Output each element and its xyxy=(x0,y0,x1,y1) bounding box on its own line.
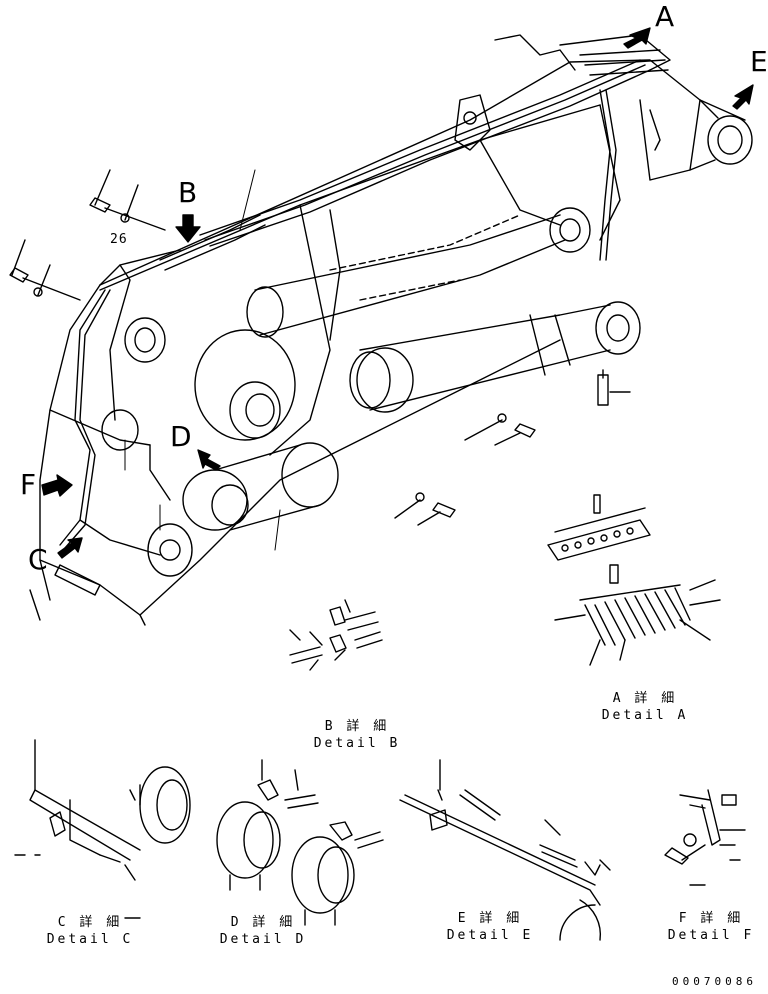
detail-e-en: Detail E xyxy=(446,928,534,943)
label-E: E xyxy=(750,45,768,78)
detail-f-en: Detail F xyxy=(667,928,755,943)
bolts-topleft xyxy=(9,169,166,301)
boom-foot-pin xyxy=(101,317,166,451)
detail-c-en: Detail C xyxy=(46,932,134,947)
detail-c-drawing xyxy=(14,739,191,919)
detail-a-jp: A 詳 細 xyxy=(612,691,678,706)
arm-cylinder xyxy=(349,301,641,413)
detail-c-jp: C 詳 細 xyxy=(57,915,123,930)
boom-cylinder-upper xyxy=(246,207,591,338)
arrow-B xyxy=(175,214,201,243)
label-B: B xyxy=(178,176,198,209)
detail-f-caption: F 詳 細 Detail F xyxy=(666,910,756,944)
grease-fitting-right xyxy=(597,369,631,406)
detail-a-en: Detail A xyxy=(601,708,689,723)
arrow-E xyxy=(732,84,754,110)
detail-d-caption: D 詳 細 Detail D xyxy=(218,914,308,948)
detail-e-drawing xyxy=(399,759,611,941)
boom-cylinder-lower xyxy=(147,442,339,577)
label-A: A xyxy=(655,0,675,33)
detail-a-caption: A 詳 細 Detail A xyxy=(600,690,690,724)
detail-c-caption: C 詳 細 Detail C xyxy=(45,914,135,948)
detail-b-jp: B 詳 細 xyxy=(324,719,390,734)
label-D: D xyxy=(170,420,192,453)
detail-d-jp: D 詳 細 xyxy=(230,915,296,930)
detail-e-jp: E 詳 細 xyxy=(457,911,523,926)
detail-b-caption: B 詳 細 Detail B xyxy=(312,718,402,752)
bolts-right xyxy=(394,413,536,526)
leaders-main xyxy=(124,169,281,551)
detail-e-caption: E 詳 細 Detail E xyxy=(445,910,535,944)
detail-b-drawing xyxy=(289,599,383,671)
drawing-code: 00070086 xyxy=(672,975,757,988)
detail-d-drawing xyxy=(216,759,384,926)
arrow-F xyxy=(41,474,73,497)
top-hoses xyxy=(199,59,651,261)
left-piping xyxy=(59,214,266,556)
boom-body xyxy=(39,59,753,616)
detail-b-en: Detail B xyxy=(313,736,401,751)
detail-a-drawing xyxy=(547,494,721,666)
arrow-A xyxy=(623,27,651,49)
top-bracket xyxy=(454,34,671,151)
arrow-C xyxy=(57,537,83,559)
detail-f-drawing xyxy=(664,789,746,886)
detail-d-en: Detail D xyxy=(219,932,307,947)
label-C: C xyxy=(28,543,48,576)
arrow-D xyxy=(197,449,221,471)
part-number: 26 xyxy=(110,232,128,247)
label-F: F xyxy=(20,468,37,501)
detail-f-jp: F 詳 細 xyxy=(678,911,744,926)
frame-base xyxy=(29,564,146,626)
boom-cylinder-mount xyxy=(194,329,296,441)
